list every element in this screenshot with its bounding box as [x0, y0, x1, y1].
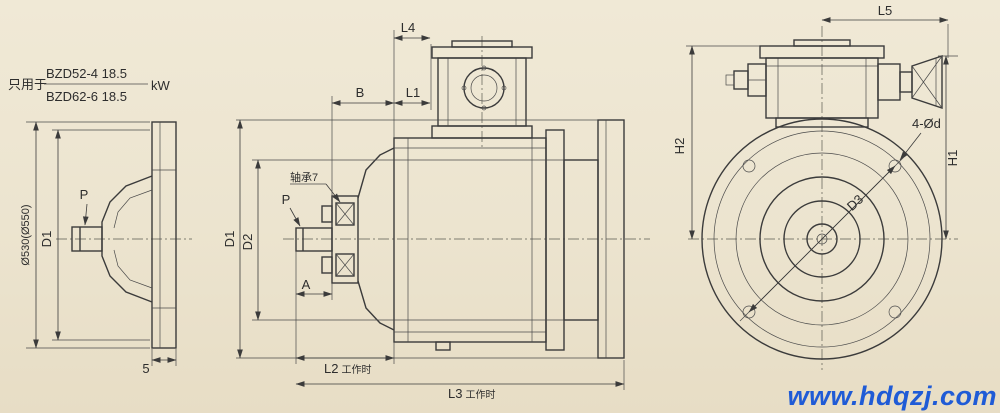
right-dim-l5: L5	[878, 3, 892, 18]
middle-bearing-label: 轴承7	[290, 170, 318, 184]
middle-dim-p: P	[282, 192, 291, 207]
middle-dim-l4: L4	[401, 20, 415, 35]
note-prefix: 只用于	[8, 77, 47, 92]
middle-view: 轴承7 P	[222, 20, 650, 401]
right-dim-holes: 4-Ød	[912, 116, 941, 131]
left-view: P Ø530(Ø550) D1 5	[20, 121, 192, 376]
note-block: 只用于 BZD52-4 18.5 BZD62-6 18.5 kW	[8, 66, 171, 104]
left-dim-p: P	[80, 187, 89, 202]
middle-dim-l1: L1	[406, 85, 420, 100]
watermark-url[interactable]: www.hdqzj.com	[787, 381, 997, 411]
middle-dim-d1: D1	[222, 231, 237, 248]
right-view: L5 H2 H1 4-Ød D3	[672, 3, 960, 370]
left-dim-outer-dia: Ø530(Ø550)	[20, 204, 32, 265]
left-dim-thickness: 5	[142, 361, 149, 376]
middle-dim-b: B	[356, 85, 365, 100]
right-dim-h2: H2	[672, 138, 687, 155]
note-model-2: BZD62-6 18.5	[46, 89, 127, 104]
note-model-1: BZD52-4 18.5	[46, 66, 127, 81]
left-dim-d1: D1	[39, 231, 54, 248]
note-unit: kW	[151, 78, 171, 93]
middle-dim-a: A	[302, 277, 311, 292]
right-dim-h1: H1	[945, 150, 960, 167]
middle-dim-d2: D2	[240, 234, 255, 251]
